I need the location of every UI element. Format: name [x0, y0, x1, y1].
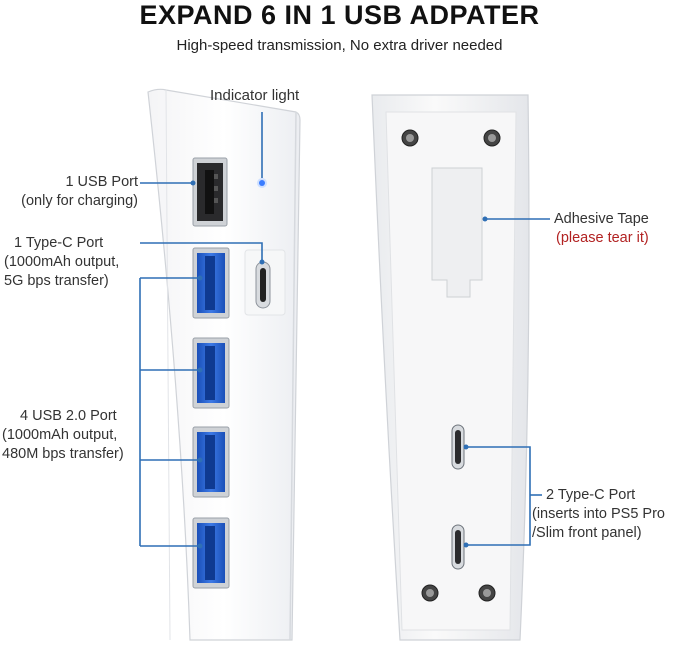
page-title: EXPAND 6 IN 1 USB ADPATER — [139, 0, 540, 30]
back-panel — [371, 94, 530, 641]
typec-back-plug-1 — [451, 424, 465, 470]
leader-lines — [139, 112, 550, 549]
usb-charging-detail: (only for charging) — [21, 193, 138, 209]
indicator-light-label: Indicator light — [210, 87, 300, 104]
usb-blue-port-3 — [192, 426, 230, 498]
typec-back-detail2: /Slim front panel) — [532, 525, 642, 541]
adhesive-tape — [431, 167, 483, 298]
front-panel — [147, 88, 301, 641]
usb20-title: 4 USB 2.0 Port — [20, 408, 117, 424]
typec-front-title: 1 Type-C Port — [14, 235, 104, 251]
adhesive-title: Adhesive Tape — [554, 211, 649, 227]
usb-charging-port — [192, 157, 228, 227]
screw-icon — [401, 129, 501, 602]
usb20-callout: 4 USB 2.0 Port (1000mAh output, 480M bps… — [2, 407, 124, 464]
adhesive-detail: (please tear it) — [556, 230, 649, 246]
typec-front-detail1: (1000mAh output, — [4, 254, 120, 270]
typec-front-port — [244, 249, 286, 316]
usb-blue-port-1 — [192, 247, 230, 319]
usb20-detail2: 480M bps transfer) — [2, 446, 124, 462]
usb-blue-port-2 — [192, 337, 230, 409]
adhesive-callout: Adhesive Tape (please tear it) — [554, 210, 649, 248]
typec-back-callout: 2 Type-C Port (inserts into PS5 Pro /Sli… — [532, 486, 665, 543]
page-subtitle: High-speed transmission, No extra driver… — [176, 37, 503, 54]
typec-front-detail2: 5G bps transfer) — [4, 273, 109, 289]
usb-charging-callout: 1 USB Port (only for charging) — [0, 173, 138, 211]
typec-front-callout: 1 Type-C Port (1000mAh output, 5G bps tr… — [4, 234, 119, 291]
usb-blue-port-4 — [192, 517, 230, 589]
usb20-detail1: (1000mAh output, — [2, 427, 118, 443]
typec-back-detail1: (inserts into PS5 Pro — [532, 506, 665, 522]
typec-back-plug-2 — [451, 524, 465, 570]
indicator-light — [259, 180, 265, 186]
usb-charging-title: 1 USB Port — [65, 174, 138, 190]
typec-back-title: 2 Type-C Port — [546, 487, 636, 503]
